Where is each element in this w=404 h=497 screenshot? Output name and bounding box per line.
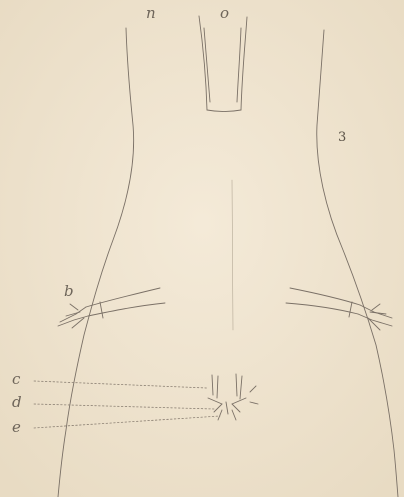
figure-number: 3: [338, 131, 346, 144]
label-c: c: [12, 372, 20, 387]
label-o: o: [220, 6, 229, 21]
label-n: n: [146, 6, 156, 21]
label-e: e: [12, 420, 21, 435]
label-b: b: [64, 284, 74, 299]
label-d: d: [12, 395, 22, 410]
